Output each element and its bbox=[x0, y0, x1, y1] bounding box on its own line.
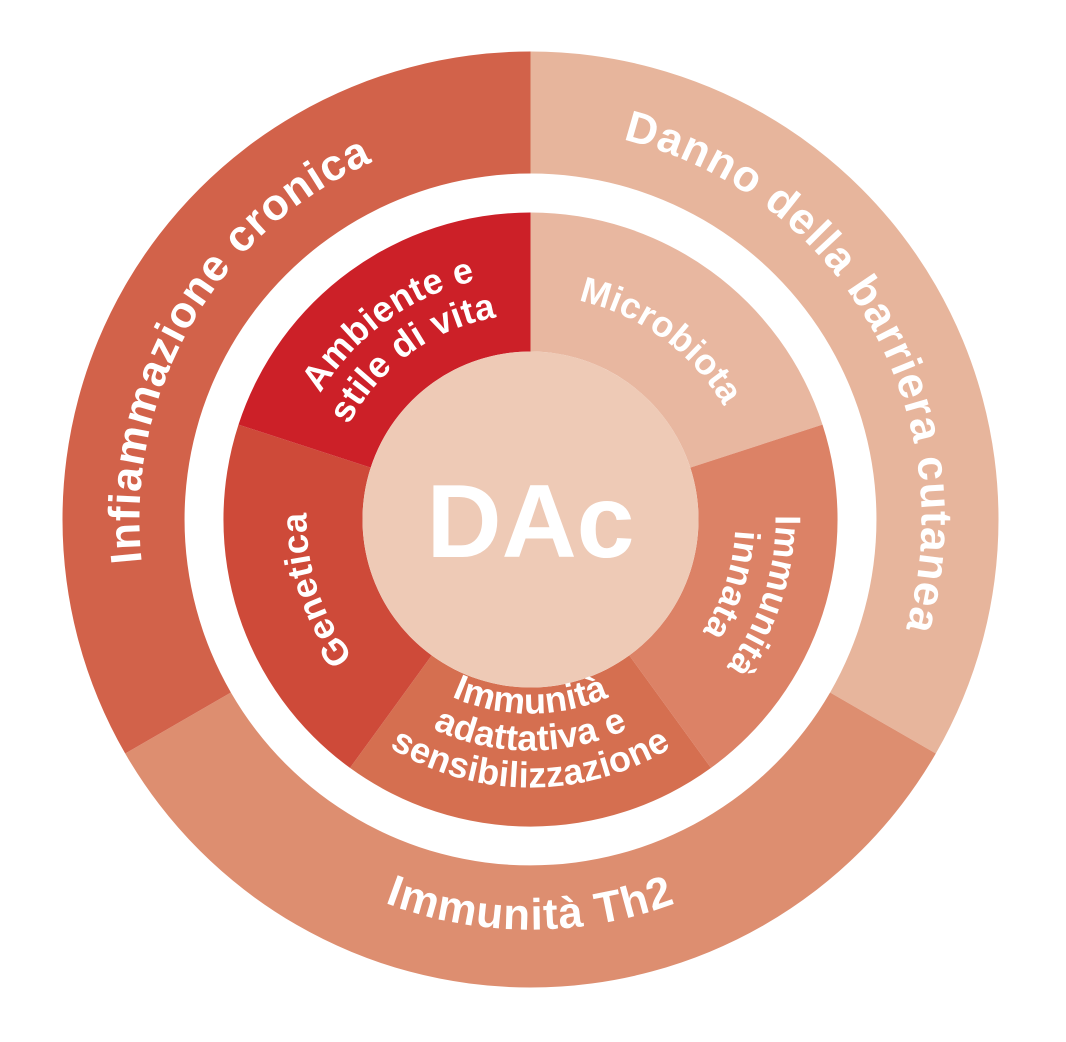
inner-segment-ambiente-stile-di-vita bbox=[238, 212, 531, 468]
outer-segment-immunita-th2 bbox=[125, 692, 936, 988]
inner-segment-immunita-adattativa bbox=[350, 655, 711, 827]
inner-ring bbox=[223, 212, 838, 827]
outer-segment-danno-barriera-cutanea bbox=[530, 51, 999, 754]
inner-segment-microbiota bbox=[530, 212, 823, 468]
center-label-dac: DAc bbox=[426, 464, 634, 580]
outer-ring bbox=[62, 51, 999, 988]
outer-segment-infiammazione-cronica bbox=[62, 51, 531, 754]
center-circle bbox=[362, 351, 699, 688]
inner-segment-genetica bbox=[223, 424, 432, 768]
inner-segment-immunita-innata bbox=[629, 424, 838, 768]
